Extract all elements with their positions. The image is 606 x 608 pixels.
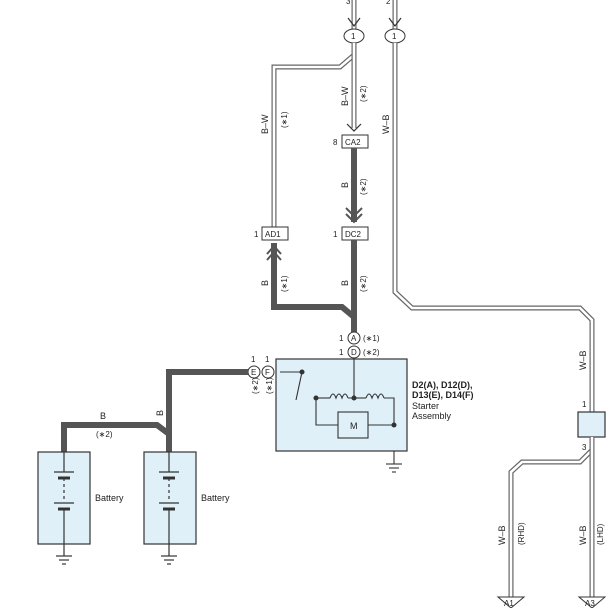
pin-d-letter: D bbox=[351, 348, 357, 357]
wire-note-b-left-lower: (∗1) bbox=[280, 275, 289, 292]
starter-name-1: Starter bbox=[412, 401, 439, 411]
side-connector-pin-bottom: 3 bbox=[582, 443, 587, 452]
wire-note-b-battery-top: (∗2) bbox=[96, 430, 113, 439]
starter-name-2: Assembly bbox=[412, 411, 452, 421]
pin-e-note: (∗2) bbox=[251, 377, 260, 394]
arrow-down-icon bbox=[345, 207, 363, 224]
pin-d-number: 1 bbox=[339, 348, 344, 357]
connector-ca2-pin: 8 bbox=[333, 138, 338, 147]
connector-a1 bbox=[496, 596, 526, 608]
pin-f-number: 1 bbox=[265, 355, 270, 364]
pin-a-letter: A bbox=[351, 334, 357, 343]
wire-label-b-battery-vertical: B bbox=[155, 410, 165, 416]
wire-label-wb-side: W–B bbox=[578, 350, 588, 370]
pin-d-note: (∗2) bbox=[363, 348, 380, 357]
wire-note-bw-mid: (∗2) bbox=[359, 85, 368, 102]
wire-note-b-right-lower: (∗2) bbox=[359, 275, 368, 292]
pin-a-note: (∗1) bbox=[363, 334, 380, 343]
wire-b-battery-vertical bbox=[166, 369, 248, 452]
battery-2 bbox=[143, 451, 197, 565]
connector-ad1 bbox=[261, 226, 289, 241]
pin-f-letter: F bbox=[265, 368, 270, 377]
wire-note-wb-a1: (RHD) bbox=[517, 522, 526, 545]
arrow-down-icon bbox=[347, 17, 361, 27]
connector-ca2-label: CA2 bbox=[345, 138, 361, 147]
connector-a3 bbox=[577, 596, 606, 608]
ground-icon bbox=[386, 451, 402, 473]
wire-label-wb-a1: W–B bbox=[497, 525, 507, 545]
connector-ad1-pin: 1 bbox=[254, 230, 259, 239]
pin-a-number: 1 bbox=[339, 334, 344, 343]
pin-e-letter: E bbox=[251, 368, 256, 377]
wire-label-b-battery-top: B bbox=[100, 411, 106, 421]
wire-label-bw-left: B–W bbox=[260, 114, 270, 134]
side-connector-pin-top: 1 bbox=[582, 400, 587, 409]
side-connector bbox=[577, 411, 606, 438]
wire-note-wb-a3: (LHD) bbox=[596, 523, 605, 545]
pin-e-number: 1 bbox=[251, 355, 256, 364]
wire-wb-a1 bbox=[508, 437, 595, 598]
battery-2-label: Battery bbox=[201, 493, 230, 503]
connector-dc2-pin: 1 bbox=[333, 230, 338, 239]
wire-note-bw-left: (∗1) bbox=[280, 111, 289, 128]
pin-f-note: (∗1) bbox=[265, 377, 274, 394]
wire-label-wb-a3: W–B bbox=[578, 525, 588, 545]
starter-codes-2: D13(E), D14(F) bbox=[412, 390, 474, 400]
connector-dc2-label: DC2 bbox=[345, 230, 362, 239]
starter-internal-circuit bbox=[280, 359, 397, 439]
wire-label-b-left-lower: B bbox=[260, 280, 270, 286]
top-left-number: 3 bbox=[346, 0, 351, 6]
pin-f bbox=[261, 365, 275, 379]
wire-note-b-mid: (∗2) bbox=[359, 178, 368, 195]
wire-label-b-right-lower: B bbox=[340, 280, 350, 286]
starter-codes-1: D2(A), D12(D), bbox=[412, 380, 473, 390]
arrow-up-icon bbox=[266, 244, 282, 261]
battery-1-label: Battery bbox=[95, 493, 124, 503]
pin-a bbox=[347, 331, 361, 345]
wire-label-b-mid: B bbox=[340, 182, 350, 188]
wire-b-battery-top bbox=[61, 422, 171, 452]
wire-label-wb-right: W–B bbox=[381, 114, 391, 134]
wire-wb-right bbox=[392, 43, 595, 412]
top-right-number: 2 bbox=[386, 0, 391, 6]
battery-1 bbox=[37, 451, 91, 565]
wire-label-bw-mid: B–W bbox=[340, 86, 350, 106]
connector-a3-label: A3 bbox=[585, 599, 595, 608]
junction-pin-left-label: 1 bbox=[351, 32, 356, 41]
arrow-down-icon bbox=[388, 17, 402, 27]
junction-pin-right-label: 1 bbox=[392, 32, 397, 41]
arrow-down-icon bbox=[346, 123, 362, 132]
connector-a1-label: A1 bbox=[504, 599, 514, 608]
connector-ad1-label: AD1 bbox=[265, 230, 281, 239]
pin-d bbox=[347, 345, 361, 359]
motor-label: M bbox=[350, 421, 358, 431]
